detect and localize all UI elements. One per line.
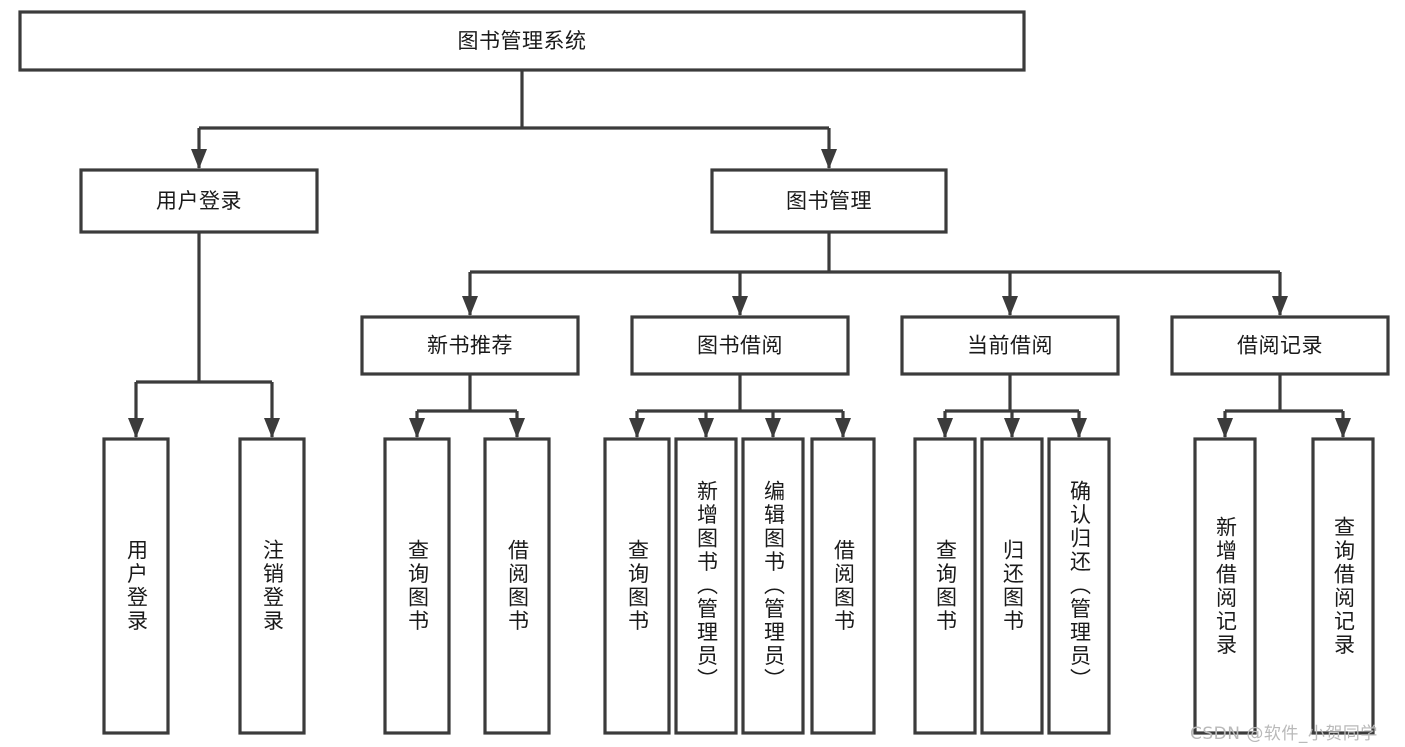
arrow-head-icon [937,418,953,438]
arrow-head-icon [629,418,645,438]
node-level3-label-new-book-recommend: 新书推荐 [427,334,513,358]
arrow-head-icon [191,149,207,169]
node-leaf-box-leaf-edit-book[interactable] [741,437,805,735]
arrow-head-icon [732,296,748,316]
node-leaf-box-leaf-user-logout[interactable] [238,437,306,735]
node-leaf-box-leaf-add-book[interactable] [674,437,738,735]
node-leaf-box-leaf-borrow-book-rec[interactable] [483,437,551,735]
connector-layer [128,70,1351,438]
arrow-head-icon [821,149,837,169]
node-leaf-box-leaf-user-login[interactable] [102,437,170,735]
arrow-head-icon [128,418,144,438]
node-leaf-box-leaf-confirm-return[interactable] [1047,437,1111,735]
node-level3-label-current-borrow: 当前借阅 [967,334,1053,358]
arrow-head-icon [462,296,478,316]
node-level3-box-new-book-recommend[interactable] [360,315,580,376]
arrow-head-icon [1217,418,1233,438]
arrow-head-icon [1272,296,1288,316]
arrow-head-icon [1071,418,1087,438]
arrow-head-icon [409,418,425,438]
node-leaf-box-leaf-query-book-borrow[interactable] [603,437,671,735]
node-root-box[interactable] [18,10,1026,72]
arrow-head-icon [765,418,781,438]
arrow-head-icon [835,418,851,438]
watermark-text: CSDN @软件_小贺同学 [1190,724,1378,744]
node-leaf-box-leaf-add-record[interactable] [1193,437,1257,735]
node-level2-box-user-login[interactable] [79,168,319,234]
node-leaf-box-leaf-borrow-book[interactable] [810,437,876,735]
node-level3-label-borrow-record: 借阅记录 [1237,334,1323,358]
node-leaf-box-leaf-query-record[interactable] [1311,437,1375,735]
node-level3-box-book-borrow[interactable] [630,315,850,376]
node-level3-box-borrow-record[interactable] [1170,315,1390,376]
node-level2-label-book-manage: 图书管理 [786,189,872,213]
node-leaf-box-leaf-return-book[interactable] [980,437,1044,735]
arrow-head-icon [1004,418,1020,438]
node-level3-box-current-borrow[interactable] [900,315,1120,376]
arrow-head-icon [509,418,525,438]
arrow-head-icon [1002,296,1018,316]
arrow-head-icon [698,418,714,438]
arrow-head-icon [1335,418,1351,438]
node-level2-label-user-login: 用户登录 [156,189,242,213]
node-leaf-box-leaf-query-book-rec[interactable] [383,437,451,735]
arrow-head-icon [264,418,280,438]
node-level3-label-book-borrow: 图书借阅 [697,334,783,358]
node-root-label: 图书管理系统 [458,29,587,53]
node-level2-box-book-manage[interactable] [710,168,948,234]
node-leaf-box-leaf-query-book-cur[interactable] [913,437,977,735]
